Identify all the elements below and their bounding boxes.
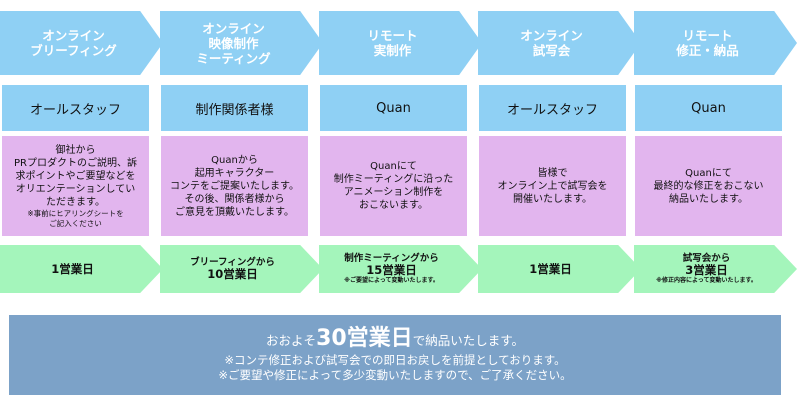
step-5-duration-prefix: 試写会から: [682, 253, 731, 264]
step-5-title: リモート 修正・納品: [676, 28, 739, 58]
summary-prefix: おおよそ: [266, 333, 317, 348]
step-1-duration: 1営業日: [51, 261, 94, 276]
step-2-title: オンライン 映像制作 ミーティング: [196, 20, 271, 66]
step-2-description: Quanから 起用キャラクター コンテをご提案いたします。 その後、関係者様から…: [170, 154, 299, 218]
step-2-duration-prefix: ブリーフィングから: [190, 257, 275, 268]
step-1-description-box: 御社から PRプロダクトのご説明、訴 求ポイントやご要望などを オリエンテーショ…: [2, 136, 149, 236]
step-2-description-box: Quanから 起用キャラクター コンテをご提案いたします。 その後、関係者様から…: [161, 136, 308, 236]
step-4-title-arrow: オンライン 試写会: [478, 11, 641, 75]
step-5-duration-arrow: 試写会から 3営業日 ※修正内容によって変動いたします。: [634, 245, 797, 293]
step-1-role: オールスタッフ: [2, 85, 149, 131]
step-5-duration-note: ※修正内容によって変動いたします。: [656, 277, 757, 284]
summary-headline: おおよそ30営業日で納品いたします。: [266, 327, 524, 353]
step-4-role: オールスタッフ: [479, 85, 626, 131]
step-2-duration-arrow: ブリーフィングから 10営業日: [160, 245, 323, 293]
step-2-title-arrow: オンライン 映像制作 ミーティング: [160, 11, 323, 75]
step-4-duration-arrow: 1営業日: [478, 245, 641, 293]
step-1-duration-arrow: 1営業日: [0, 245, 163, 293]
step-2-duration: 10営業日: [207, 267, 258, 281]
step-3-duration-arrow: 制作ミーティングから 15営業日 ※ご要望によって変動いたします。: [319, 245, 482, 293]
step-3-title: リモート 実制作: [367, 28, 418, 58]
step-1-description: 御社から PRプロダクトのご説明、訴 求ポイントやご要望などを オリエンテーショ…: [14, 144, 137, 208]
step-5-description-box: Quanにて 最終的な修正をおこない 納品いたします。: [635, 136, 782, 236]
step-1-title: オンライン ブリーフィング: [30, 28, 117, 58]
summary-note-1: ※コンテ修正および試写会での即日お戻しを前提としております。: [224, 353, 566, 367]
step-4-description: 皆様で オンライン上で試写会を 開催いたします。: [497, 167, 608, 205]
step-3-title-arrow: リモート 実制作: [319, 11, 482, 75]
step-3-duration: 15営業日: [366, 263, 417, 277]
step-5-role: Quan: [635, 85, 782, 131]
step-5-duration: 3営業日: [685, 263, 728, 277]
step-3-description: Quanにて 制作ミーティングに沿った アニメーション制作を おこないます。: [333, 161, 454, 211]
step-5-description: Quanにて 最終的な修正をおこない 納品いたします。: [653, 167, 764, 205]
step-3-role: Quan: [320, 85, 467, 131]
step-4-description-box: 皆様で オンライン上で試写会を 開催いたします。: [479, 136, 626, 236]
step-5-title-arrow: リモート 修正・納品: [634, 11, 797, 75]
summary-note-2: ※ご要望や修正によって多少変動いたしますので、ご了承ください。: [218, 368, 572, 382]
step-4-duration: 1営業日: [529, 261, 572, 276]
step-3-duration-prefix: 制作ミーティングから: [344, 253, 439, 264]
step-3-description-box: Quanにて 制作ミーティングに沿った アニメーション制作を おこないます。: [320, 136, 467, 236]
step-1-description-note: ※事前にヒアリングシートを ご記入ください: [27, 208, 124, 228]
summary-suffix: で納品いたします。: [412, 333, 524, 348]
step-3-duration-note: ※ご要望によって変動いたします。: [344, 277, 439, 284]
summary-total-days: 30営業日: [316, 326, 413, 351]
step-1-title-arrow: オンライン ブリーフィング: [0, 11, 163, 75]
summary-box: おおよそ30営業日で納品いたします。 ※コンテ修正および試写会での即日お戻しを前…: [9, 315, 781, 395]
step-4-title: オンライン 試写会: [520, 28, 583, 58]
step-2-role: 制作関係者様: [161, 85, 308, 131]
